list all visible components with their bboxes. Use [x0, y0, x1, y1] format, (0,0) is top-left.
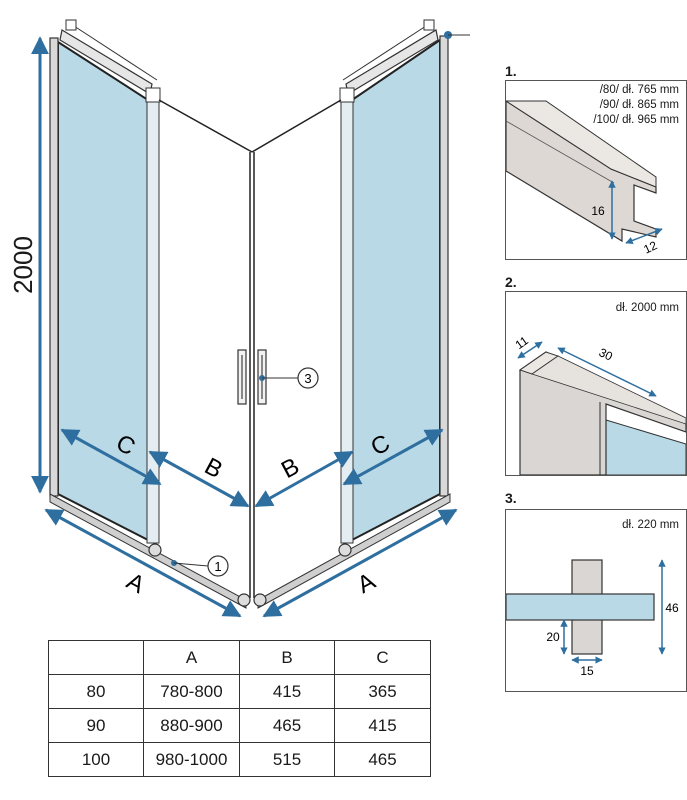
table-header-cell: A: [143, 640, 240, 675]
detail-3-line-1: dł. 220 mm: [622, 519, 679, 531]
table-cell: 515: [239, 742, 335, 777]
svg-text:20: 20: [546, 630, 560, 644]
a-left-label: A: [122, 568, 149, 599]
table-cell: 465: [334, 742, 431, 777]
a-right-arrow: [262, 508, 458, 618]
b-right-arrow: [254, 450, 354, 508]
table-cell: 880-900: [143, 708, 240, 743]
svg-text:30: 30: [597, 345, 615, 364]
table-cell: 80: [48, 674, 144, 709]
table-header-cell: B: [239, 640, 335, 675]
table-cell: 90: [48, 708, 144, 743]
b-left-arrow: [148, 450, 250, 508]
detail-2-line-1: dł. 2000 mm: [615, 302, 679, 314]
detail-3-number: 3.: [505, 490, 517, 506]
detail-2-width-arrow: [517, 341, 543, 359]
right-wall-profile: [439, 35, 449, 497]
table-header-row: A B C: [48, 640, 431, 675]
table-row: 90 880-900 465 415: [48, 708, 431, 743]
left-wall-profile: [49, 37, 59, 497]
detail-3-profile: 46 20 15: [506, 559, 679, 678]
c-right-arrow: [342, 428, 444, 486]
svg-text:16: 16: [591, 204, 605, 218]
svg-text:46: 46: [665, 601, 679, 615]
detail-2-profile: 11 30: [513, 333, 686, 475]
right-door-strip: [340, 97, 354, 544]
table-cell: 780-800: [143, 674, 240, 709]
table-header-cell: [48, 640, 144, 675]
detail-2-depth-arrow: [557, 347, 657, 397]
table-row: 100 980-1000 515 465: [48, 742, 431, 777]
detail-1-box: /80/ dł. 765 mm /90/ dł. 865 mm /100/ dł…: [505, 80, 687, 260]
detail-1-number: 1.: [505, 63, 517, 79]
a-right-label: A: [353, 568, 380, 599]
table-cell: 100: [48, 742, 144, 777]
svg-text:11: 11: [513, 333, 532, 352]
shower-cabin-diagram: 2000 A A B B C C 1 2 3: [8, 19, 470, 618]
svg-text:3: 3: [304, 371, 311, 386]
svg-text:15: 15: [580, 664, 594, 678]
a-left-arrow: [44, 508, 242, 618]
detail-1-profile: 16 12: [506, 100, 663, 257]
svg-text:1: 1: [214, 559, 221, 574]
right-door-top-edge: [251, 99, 342, 153]
height-label: 2000: [8, 236, 38, 294]
table-cell: 415: [239, 674, 335, 709]
table-cell: 465: [239, 708, 335, 743]
svg-text:12: 12: [641, 238, 659, 256]
right-fixed-glass: [351, 38, 441, 542]
table-header-cell: C: [334, 640, 431, 675]
callout-3: [297, 367, 319, 389]
callout-1: [207, 555, 229, 577]
b-left-label: B: [200, 453, 227, 484]
detail-2-number: 2.: [505, 274, 517, 290]
table-cell: 365: [334, 674, 431, 709]
detail-2-box: dł. 2000 mm 11 30: [505, 291, 687, 476]
detail-1-line-2: /90/ dł. 865 mm: [599, 99, 679, 111]
left-fixed-glass: [57, 40, 149, 542]
table-cell: 980-1000: [143, 742, 240, 777]
detail-1-line-3: /100/ dł. 965 mm: [593, 114, 679, 126]
detail-3-box: dł. 220 mm 46 20 15: [505, 509, 687, 692]
table-cell: 415: [334, 708, 431, 743]
detail-1-line-1: /80/ dł. 765 mm: [599, 84, 679, 96]
b-right-label: B: [277, 453, 304, 484]
table-row: 80 780-800 415 365: [48, 674, 431, 709]
c-left-arrow: [60, 428, 162, 486]
dimension-table: A B C 80 780-800 415 365 90 880-900 465 …: [48, 640, 431, 777]
detail-1-width-arrow: [625, 227, 663, 245]
left-door-top-edge: [158, 99, 253, 153]
